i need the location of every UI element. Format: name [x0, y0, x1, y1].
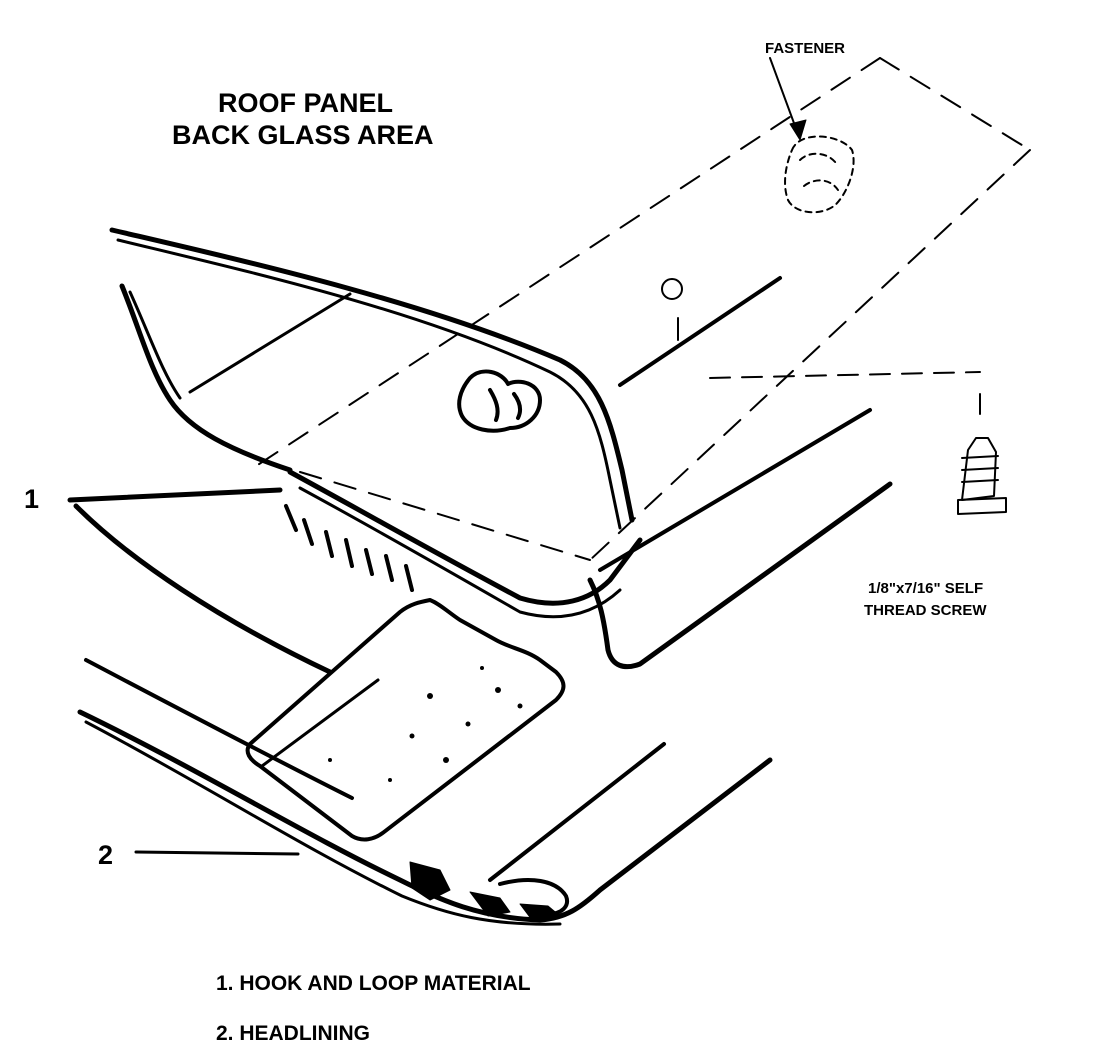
roof-panel-structure [67, 227, 893, 926]
screw-label-line-1: 1/8"x7/16" SELF [868, 580, 984, 597]
callout-1: 1 [24, 484, 40, 514]
callout-2: 2 [98, 840, 114, 870]
callout-leaders [134, 850, 300, 856]
title-line-2: BACK GLASS AREA [172, 120, 434, 150]
legend-item-2: 2. HEADLINING [216, 1022, 371, 1045]
pad-texture [328, 666, 523, 782]
fastener-clip [784, 135, 855, 214]
self-thread-screw [957, 437, 1007, 515]
center-clip [457, 369, 542, 433]
headliner-panel-outline [249, 57, 1031, 561]
title-line-1: ROOF PANEL [218, 88, 393, 118]
legend-item-1: 1. HOOK AND LOOP MATERIAL [216, 972, 531, 995]
screw-label-line-2: THREAD SCREW [864, 602, 987, 619]
fastener-label: FASTENER [765, 40, 846, 57]
screw-hole [661, 278, 981, 415]
fastener-leader-arrow [769, 57, 807, 141]
